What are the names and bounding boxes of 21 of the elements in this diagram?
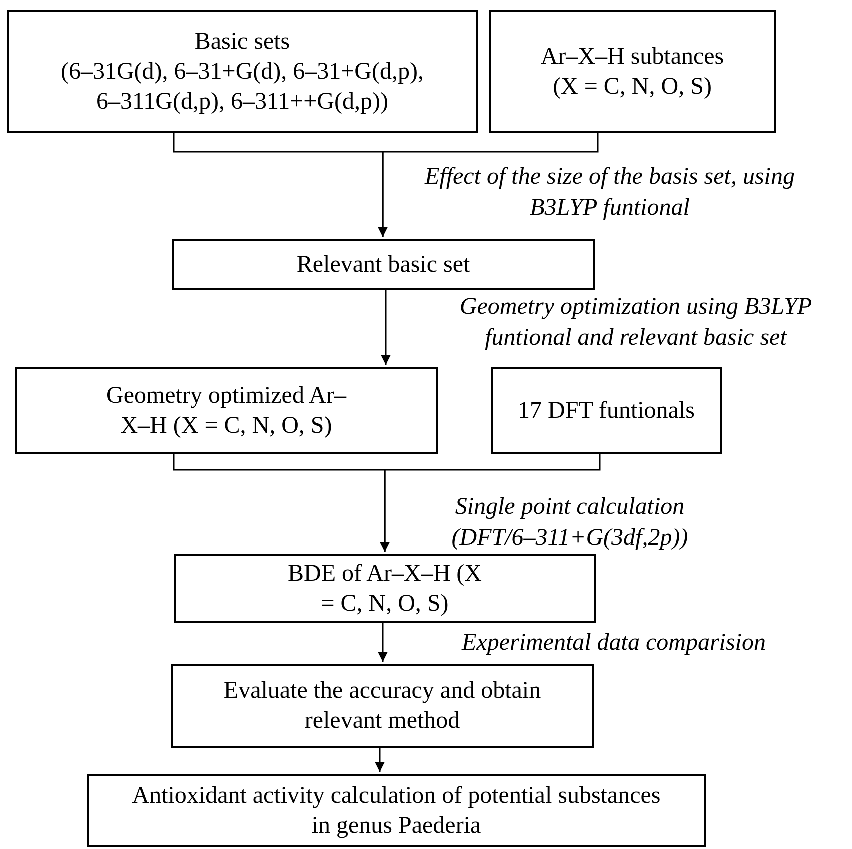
process-box — [171, 664, 594, 748]
box-text: Basic sets — [194, 28, 290, 56]
process-box — [491, 367, 722, 454]
arrow — [378, 133, 599, 237]
arrow — [381, 290, 391, 365]
box-text: BDE of Ar–X–H (X = C, N, O, S) — [287, 560, 483, 618]
process-box — [172, 239, 595, 290]
box-text: Relevant basic set — [296, 250, 470, 280]
arrow — [375, 748, 385, 772]
arrow — [378, 623, 388, 662]
box-text: Antioxidant activity calculation of potential substances in genus Paederia — [131, 782, 662, 840]
process-box — [174, 554, 596, 623]
box-text: Evaluate the accuracy and obtain relevant method — [222, 677, 542, 736]
process-box — [15, 367, 438, 454]
process-box — [489, 10, 776, 133]
box-text: 17 DFT funtionals — [518, 396, 695, 426]
process-box — [7, 10, 478, 133]
box-text: (6–31G(d), 6–31+G(d), 6–31+G(d,p), 6–311G(d,p), 6–311++G(d,p)) — [60, 58, 425, 116]
process-box — [87, 774, 706, 847]
box-text: Geometry optimized Ar–X–H (X = C, N, O, S) — [106, 382, 348, 440]
box-text: Ar–X–H subtances (X = C, N, O, S) — [540, 42, 726, 102]
